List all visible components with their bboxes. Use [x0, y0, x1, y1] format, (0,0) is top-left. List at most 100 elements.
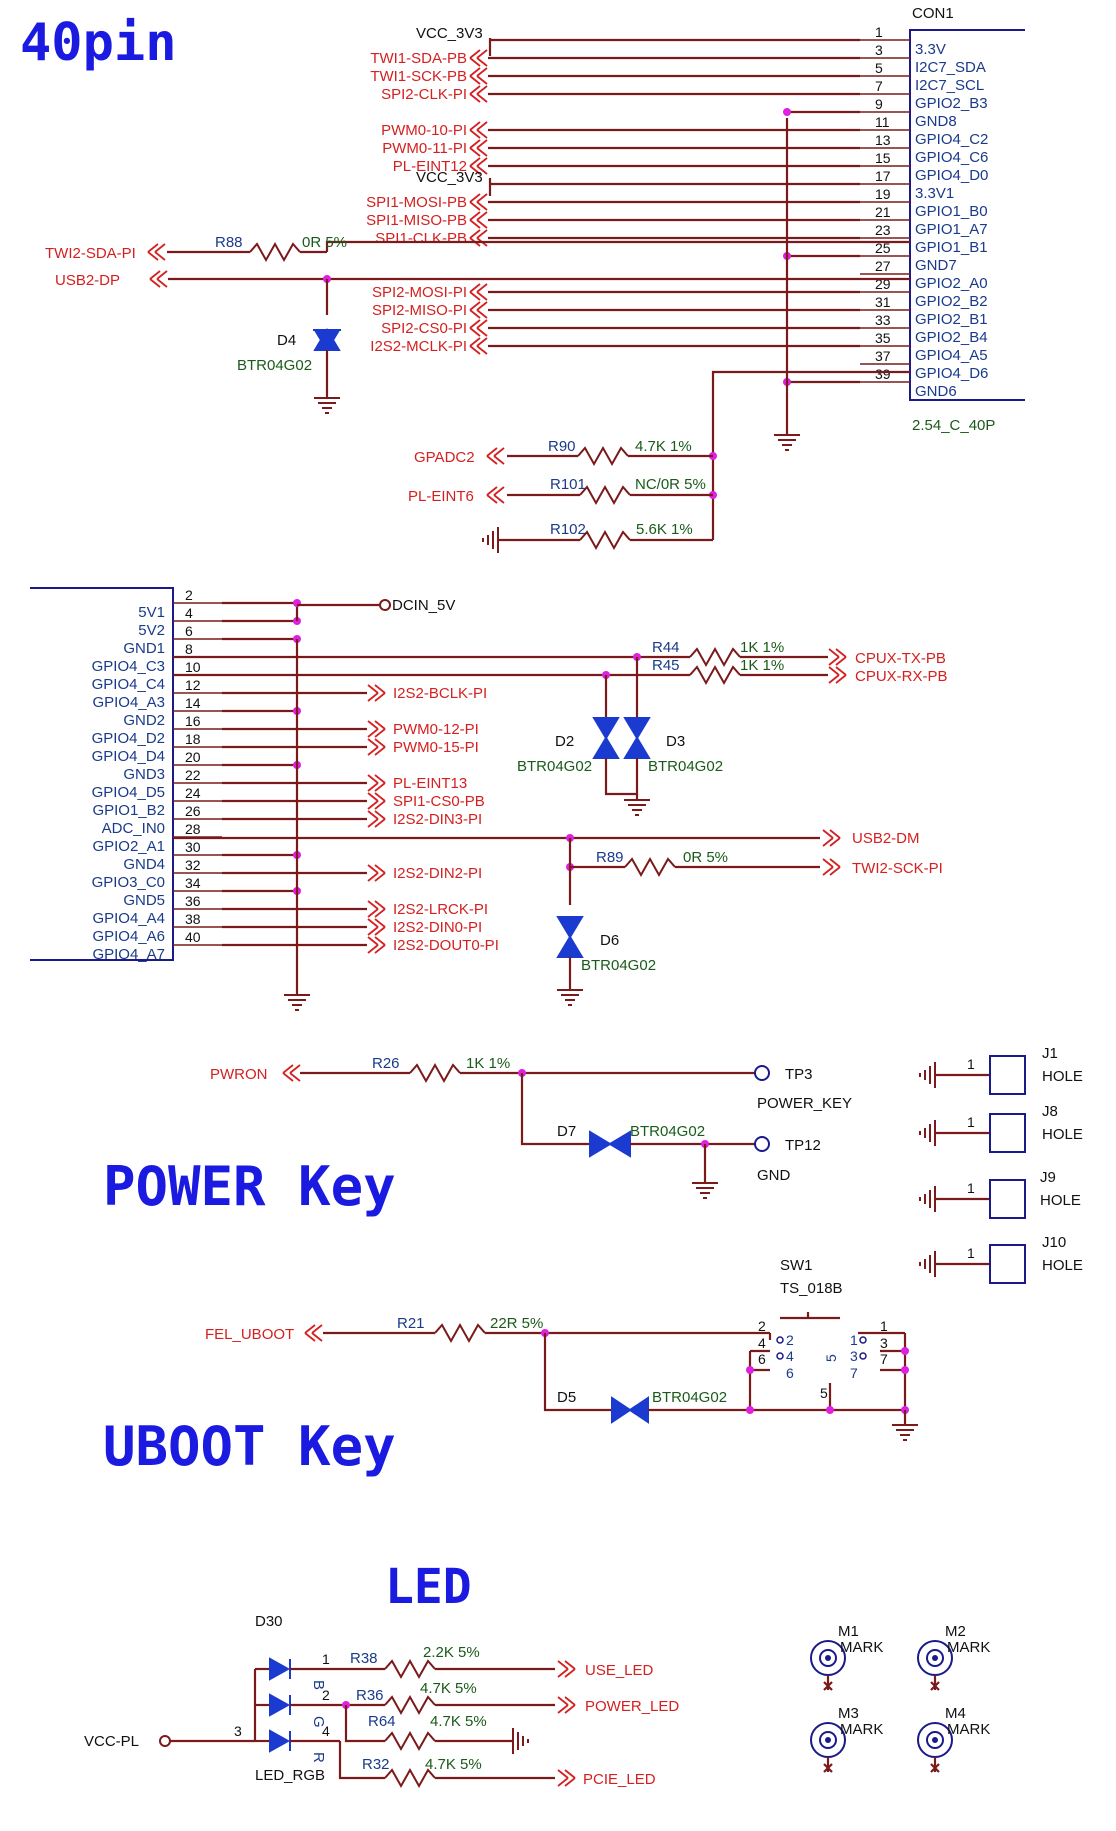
- r102-ref: R102: [550, 521, 586, 538]
- led-circuit: D30 LED_RGB VCC-PL B G R 1 2 3 4 USE_LED…: [84, 1613, 679, 1789]
- sw-pin-2: 2: [758, 1318, 766, 1334]
- led-pin-4: 4: [322, 1723, 330, 1739]
- r45-ref: R45: [652, 657, 680, 674]
- con2-net-label: I2S2-LRCK-PI: [393, 901, 488, 918]
- led-pin-2: 2: [322, 1687, 330, 1703]
- led-letter-b: B: [310, 1680, 327, 1690]
- r89-value: 0R 5%: [683, 849, 728, 866]
- con2-pin-number: 8: [185, 641, 193, 657]
- use-led-net: USE_LED: [585, 1662, 654, 1679]
- r21-ref: R21: [397, 1315, 425, 1332]
- con1-pin-number: 15: [875, 150, 891, 166]
- pwron-net: PWRON: [210, 1066, 268, 1083]
- sw-pin-7: 7: [880, 1351, 888, 1367]
- offpage-arrow: [469, 139, 488, 157]
- con1-net-label: SPI1-CLK-PB: [375, 230, 467, 247]
- con1-net-label: SPI2-CLK-PI: [381, 86, 467, 103]
- power-key-label: POWER_KEY: [757, 1095, 852, 1112]
- r90-ref: R90: [548, 438, 576, 455]
- hole-label: HOLE: [1042, 1068, 1083, 1085]
- offpage-arrow: [469, 301, 488, 319]
- hole-label: HOLE: [1040, 1192, 1081, 1209]
- con2-net-label: PL-EINT13: [393, 775, 467, 792]
- heading-uboot-key: UBOOT Key: [103, 1415, 396, 1478]
- usb2-dm-net: USB2-DM: [852, 830, 920, 847]
- con2-pin-number: 20: [185, 749, 201, 765]
- con2-pin-name: GPIO4_A4: [92, 910, 165, 927]
- d3-value: BTR04G02: [648, 758, 723, 775]
- con1-extras: TWI2-SDA-PI R88 0R 5% USB2-DP D4 BTR04G0…: [45, 38, 910, 554]
- heading-40pin: 40pin: [20, 13, 177, 73]
- con2-pin-name: GPIO4_C3: [92, 658, 165, 675]
- con1-pin-name: GPIO1_B0: [915, 203, 988, 220]
- con1-pin-number: 3: [875, 42, 883, 58]
- con2-pin-number: 26: [185, 803, 201, 819]
- d5-ref: D5: [557, 1389, 576, 1406]
- power-led-net: POWER_LED: [585, 1698, 679, 1715]
- r36-value: 4.7K 5%: [420, 1680, 477, 1697]
- d5-value: BTR04G02: [652, 1389, 727, 1406]
- con1-pin-number: 27: [875, 258, 891, 274]
- mark-ref: M3: [838, 1705, 859, 1722]
- offpage-arrow: [469, 319, 488, 337]
- con1-pin-name: 3.3V1: [915, 185, 954, 202]
- sw-pin-5: 5: [820, 1385, 828, 1401]
- con1-net-label: TWI1-SDA-PB: [370, 50, 467, 67]
- r44-ref: R44: [652, 639, 680, 656]
- con2-pin-number: 22: [185, 767, 201, 783]
- con2-pin-number: 24: [185, 785, 201, 801]
- twi2-sda-net: TWI2-SDA-PI: [45, 245, 136, 262]
- con2-pin-number: 38: [185, 911, 201, 927]
- hole-pin-number: 1: [967, 1245, 975, 1261]
- mark-label: MARK: [947, 1721, 990, 1738]
- r102-value: 5.6K 1%: [636, 521, 693, 538]
- con2-pin-name: 5V1: [138, 604, 165, 621]
- sw-pin-4b: 4: [786, 1348, 794, 1364]
- con2-pin-name: GND2: [123, 712, 165, 729]
- con2-pin-name: GPIO4_A3: [92, 694, 165, 711]
- con2-pin-name: GPIO4_D4: [92, 748, 165, 765]
- hole-ref: J9: [1040, 1169, 1056, 1186]
- con1-footprint: 2.54_C_40P: [912, 417, 995, 434]
- led-pin-1: 1: [322, 1651, 330, 1667]
- con1-pin-number: 35: [875, 330, 891, 346]
- d2-value: BTR04G02: [517, 758, 592, 775]
- d7-ref: D7: [557, 1123, 576, 1140]
- con2-pin-number: 12: [185, 677, 201, 693]
- hole-label: HOLE: [1042, 1257, 1083, 1274]
- usb2-dp-net: USB2-DP: [55, 272, 120, 289]
- r38-value: 2.2K 5%: [423, 1644, 480, 1661]
- con1-pin-number: 7: [875, 78, 883, 94]
- con1-pin-name: GND7: [915, 257, 957, 274]
- con2-extras: CPUX-TX-PB R44 1K 1% CPUX-RX-PB R45 1K 1…: [173, 639, 948, 1006]
- dcin-net: DCIN_5V: [392, 597, 455, 614]
- cpux-rx-net: CPUX-RX-PB: [855, 668, 948, 685]
- offpage-arrow: [469, 211, 488, 229]
- gpadc2-net: GPADC2: [414, 449, 475, 466]
- con2-pin-name: GPIO2_A1: [92, 838, 165, 855]
- con2-net-label: I2S2-DIN0-PI: [393, 919, 482, 936]
- con1-pin-number: 21: [875, 204, 891, 220]
- con2-pin-number: 14: [185, 695, 201, 711]
- con2-pin-name: 5V2: [138, 622, 165, 639]
- sw-pin-3b: 3: [850, 1348, 858, 1364]
- con2-net-label: I2S2-BCLK-PI: [393, 685, 487, 702]
- con1-pin-number: 37: [875, 348, 891, 364]
- con2-pin-name: GPIO3_C0: [92, 874, 165, 891]
- led-rgb-label: LED_RGB: [255, 1767, 325, 1784]
- con2-pin-number: 36: [185, 893, 201, 909]
- con2-net-label: PWM0-15-PI: [393, 739, 479, 756]
- con1-net-vcc: VCC_3V3: [416, 169, 483, 186]
- pl-eint6-net: PL-EINT6: [408, 488, 474, 505]
- con1-pin-number: 9: [875, 96, 883, 112]
- d3-ref: D3: [666, 733, 685, 750]
- r36-ref: R36: [356, 1687, 384, 1704]
- r45-value: 1K 1%: [740, 657, 784, 674]
